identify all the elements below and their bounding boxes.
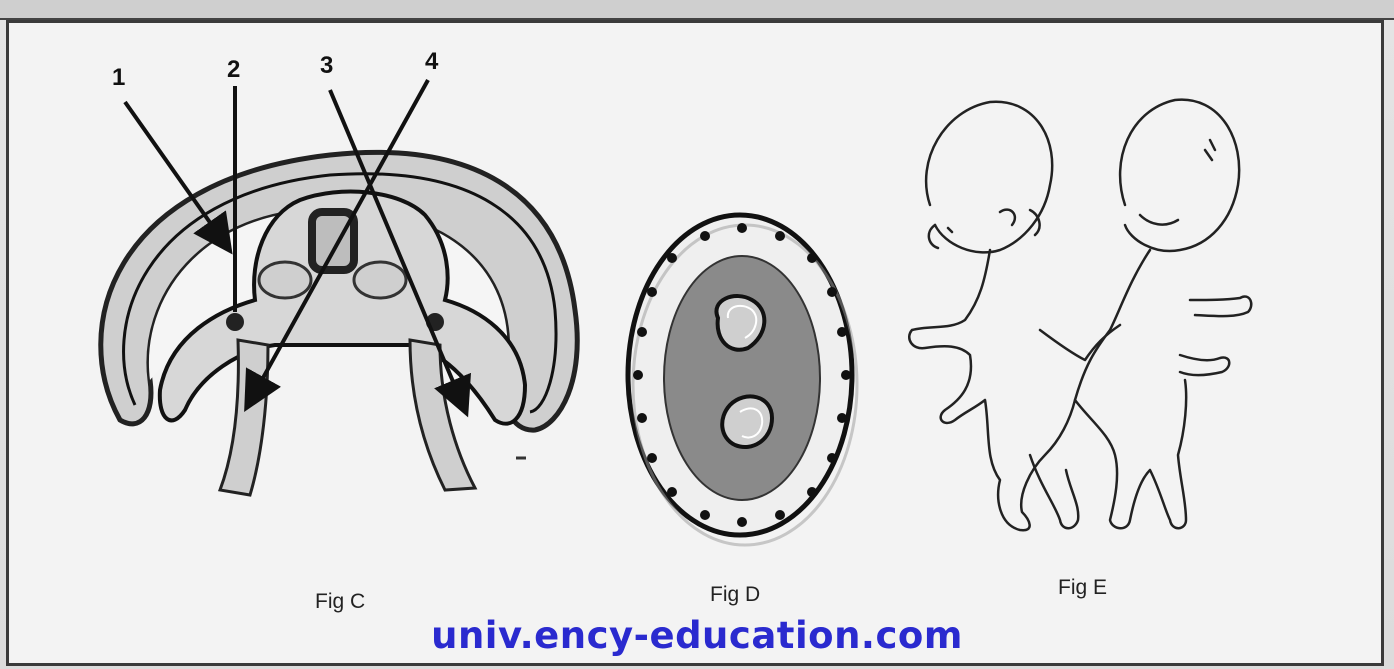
label-4: 4 — [425, 48, 438, 76]
fig-c-diagram — [101, 80, 577, 495]
inner-disc — [664, 256, 820, 500]
caption-fig-e: Fig E — [1058, 576, 1107, 600]
fig-d-diagram — [628, 215, 857, 545]
dorsal-aorta-left — [226, 313, 244, 331]
label-3: 3 — [320, 52, 333, 80]
twin-left-face — [929, 210, 1040, 248]
twin-right-arm — [1190, 296, 1251, 316]
somite-right — [354, 262, 406, 298]
embryo-upper — [716, 296, 764, 350]
label-1: 1 — [112, 64, 125, 92]
caption-fig-d: Fig D — [710, 583, 760, 607]
twin-right-head — [1120, 100, 1239, 251]
caption-fig-c: Fig C — [315, 590, 365, 614]
twin-left-head — [926, 102, 1052, 253]
twins-junction — [1040, 325, 1120, 360]
twin-left-body — [909, 250, 1075, 530]
embryo-lower — [722, 396, 772, 447]
watermark-url: univ.ency-education.com — [0, 614, 1394, 657]
twin-right-face — [1140, 140, 1215, 225]
twin-right-body — [1075, 250, 1186, 528]
neural-tube — [312, 212, 354, 270]
twin-left-ear — [1000, 210, 1015, 225]
twin-right-arm2 — [1180, 355, 1229, 375]
label-2: 2 — [227, 56, 240, 84]
somite-left — [259, 262, 311, 298]
fig-e-diagram — [909, 100, 1251, 531]
